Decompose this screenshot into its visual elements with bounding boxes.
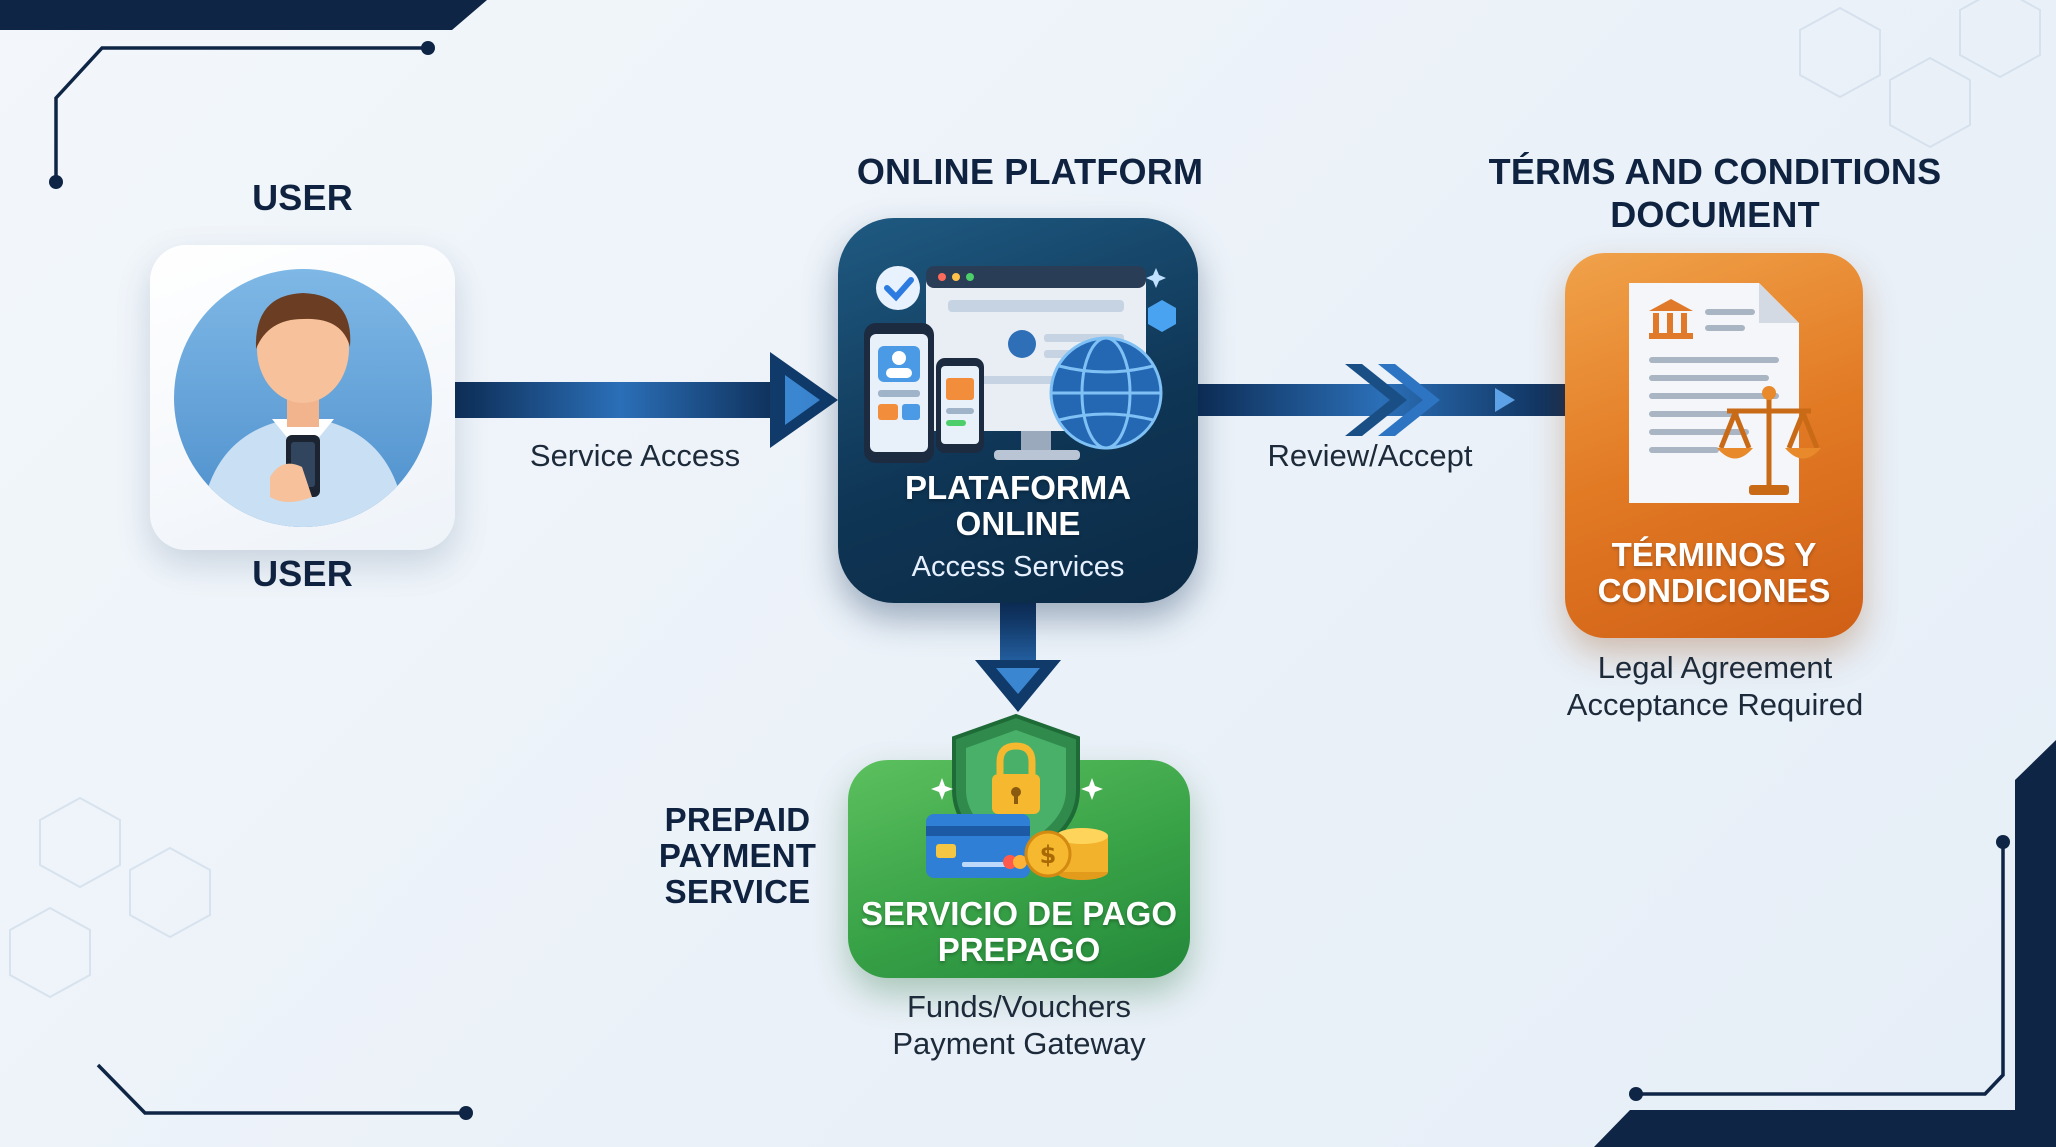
platform-card-subtitle: Access Services <box>911 551 1125 583</box>
terms-caption-line1: Legal Agreement <box>1597 650 1833 685</box>
heading-terms-line2: DOCUMENT <box>1610 194 1820 235</box>
payment-card-title-line1: SERVICIO DE PAGO <box>860 895 1177 932</box>
heading-online-platform: ONLINE PLATFORM <box>856 151 1204 192</box>
platform-devices-icon <box>864 266 1176 463</box>
user-avatar-icon <box>174 269 432 527</box>
svg-text:$: $ <box>1040 841 1057 869</box>
corner-bar-top-left <box>0 0 487 30</box>
payment-caption-line1: Funds/Vouchers <box>906 989 1132 1024</box>
corner-bar-bottom-right <box>1594 740 2056 1147</box>
platform-card-title-line1: PLATAFORMA <box>904 469 1132 506</box>
heading-terms-line1: TÉRMS AND CONDITIONS <box>1488 151 1942 192</box>
arrow-platform-to-payment <box>975 603 1061 712</box>
payment-card-title-line2: PREPAGO <box>937 931 1101 968</box>
legal-document-icon <box>1629 283 1821 503</box>
heading-prepaid-line2: PAYMENT <box>658 837 817 874</box>
heading-prepaid-line3: SERVICE <box>664 873 811 910</box>
heading-prepaid-line1: PREPAID <box>664 801 811 838</box>
payment-caption-line2: Payment Gateway <box>892 1026 1146 1061</box>
online-platform-card: PLATAFORMA ONLINE Access Services <box>838 218 1198 603</box>
terms-card-title-line2: CONDICIONES <box>1597 572 1831 609</box>
platform-card-title-line2: ONLINE <box>955 505 1081 542</box>
terms-and-conditions-card: TÉRMINOS Y CONDICIONES <box>1565 253 1863 638</box>
arrow-user-to-platform <box>455 352 838 448</box>
label-service-access: Service Access <box>529 438 741 473</box>
arrow-platform-to-terms <box>1198 364 1565 436</box>
terms-caption-line2: Acceptance Required <box>1566 687 1864 722</box>
terms-card-title-line1: TÉRMINOS Y <box>1611 536 1817 573</box>
heading-user: USER <box>252 177 353 218</box>
corner-lines <box>54 46 2005 1115</box>
user-card-label: USER <box>252 553 353 594</box>
payment-security-icon: $ <box>926 713 1108 880</box>
user-card <box>150 245 455 550</box>
label-review-accept: Review/Accept <box>1267 438 1473 473</box>
